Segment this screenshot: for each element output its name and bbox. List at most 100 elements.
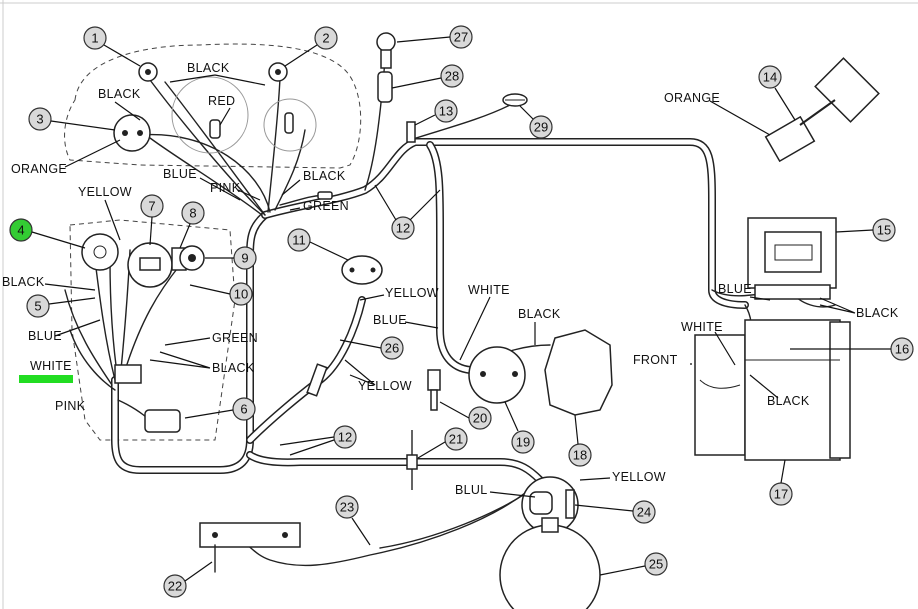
svg-text:14: 14 bbox=[763, 70, 777, 85]
label-leaders bbox=[44, 74, 856, 498]
svg-text:20: 20 bbox=[473, 411, 487, 426]
lower-harness bbox=[246, 451, 544, 484]
callout-21: 21 bbox=[444, 427, 468, 451]
callout-2: 2 bbox=[314, 26, 338, 50]
regulator-15 bbox=[747, 217, 837, 300]
svg-text:2: 2 bbox=[322, 31, 329, 46]
svg-text:29: 29 bbox=[534, 120, 548, 135]
label-blue-26: BLUE bbox=[373, 313, 407, 327]
leader-5 bbox=[48, 297, 96, 305]
label-yellow-11: YELLOW bbox=[385, 286, 439, 300]
gauge-2 bbox=[268, 62, 288, 82]
leader-28 bbox=[391, 77, 442, 89]
label-blul-24: BLUL bbox=[455, 483, 487, 497]
wire-sw8 bbox=[121, 264, 181, 381]
leader-12b bbox=[279, 436, 335, 456]
callout-28: 28 bbox=[440, 64, 464, 88]
label-yellow-24: YELLOW bbox=[612, 470, 666, 484]
label-pink-top: PINK bbox=[210, 181, 241, 195]
leader-4 bbox=[31, 231, 86, 249]
svg-text:9: 9 bbox=[241, 251, 248, 266]
svg-text:13: 13 bbox=[439, 104, 453, 119]
leader-25 bbox=[599, 565, 646, 576]
label-white-left: WHITE bbox=[30, 359, 72, 373]
side-branch-harness bbox=[246, 296, 366, 444]
callout-23: 23 bbox=[335, 495, 359, 519]
label-black-top: BLACK bbox=[187, 61, 230, 75]
svg-text:1: 1 bbox=[91, 31, 98, 46]
callout-12a: 12 bbox=[391, 216, 415, 240]
callout-26: 26 bbox=[380, 336, 404, 360]
svg-text:28: 28 bbox=[445, 69, 459, 84]
svg-text:27: 27 bbox=[454, 30, 468, 45]
center-branch-harness-inner bbox=[427, 142, 473, 373]
callout-17: 17 bbox=[769, 482, 793, 506]
wire-gauge3 bbox=[139, 133, 271, 213]
callout-6: 6 bbox=[232, 397, 256, 421]
callout-9: 9 bbox=[233, 246, 257, 270]
svg-text:17: 17 bbox=[774, 487, 788, 502]
callout-22: 22 bbox=[163, 574, 187, 598]
leader-3 bbox=[50, 120, 116, 131]
label-orange-right: ORANGE bbox=[664, 91, 720, 105]
wire-29 bbox=[409, 104, 511, 141]
leader-11 bbox=[309, 241, 349, 261]
wire-left-blue bbox=[69, 329, 116, 391]
callout-7: 7 bbox=[140, 194, 164, 218]
leader-20 bbox=[439, 401, 470, 419]
callout-4: 4 bbox=[9, 218, 33, 242]
junction-13 bbox=[406, 121, 416, 143]
switch-6 bbox=[144, 409, 181, 433]
label-white-19: WHITE bbox=[468, 283, 510, 297]
svg-text:23: 23 bbox=[340, 500, 354, 515]
callout-19: 19 bbox=[511, 430, 535, 454]
label-orange-left: ORANGE bbox=[11, 162, 67, 176]
leader-29 bbox=[519, 105, 534, 120]
callout-15: 15 bbox=[872, 218, 896, 242]
label-yellow-left: YELLOW bbox=[78, 185, 132, 199]
speedometer-outline bbox=[171, 76, 249, 154]
leader-19 bbox=[504, 401, 519, 432]
callout-24: 24 bbox=[632, 500, 656, 524]
wire-sw4a bbox=[94, 259, 116, 381]
svg-text:6: 6 bbox=[240, 402, 247, 417]
wire-red bbox=[274, 129, 306, 211]
leader-12a bbox=[374, 184, 441, 221]
leader-2 bbox=[284, 44, 318, 67]
connector-26 bbox=[306, 363, 328, 397]
wire-gauge3b bbox=[149, 137, 263, 216]
label-black-15: BLACK bbox=[856, 306, 899, 320]
main-harness-inner bbox=[112, 212, 268, 473]
terminal-block-22 bbox=[199, 522, 301, 573]
leader-1 bbox=[103, 44, 141, 67]
label-green-panel: GREEN bbox=[212, 331, 258, 345]
callout-11: 11 bbox=[287, 228, 311, 252]
inline-fuse bbox=[284, 112, 294, 134]
svg-text:22: 22 bbox=[168, 579, 182, 594]
gauge-3 bbox=[113, 114, 151, 152]
svg-text:18: 18 bbox=[573, 448, 587, 463]
connector-28 bbox=[377, 71, 393, 103]
svg-text:15: 15 bbox=[877, 223, 891, 238]
leader-24 bbox=[574, 504, 634, 512]
connector-29 bbox=[502, 93, 528, 107]
leader-21 bbox=[417, 441, 446, 459]
callout-20: 20 bbox=[468, 406, 492, 430]
label-black-17: BLACK bbox=[767, 394, 810, 408]
svg-text:21: 21 bbox=[449, 432, 463, 447]
svg-text:7: 7 bbox=[148, 199, 155, 214]
callout-1: 1 bbox=[83, 26, 107, 50]
ignition-7 bbox=[127, 242, 173, 288]
leader-26 bbox=[339, 339, 382, 349]
label-blue-top: BLUE bbox=[163, 167, 197, 181]
leader-13 bbox=[414, 114, 436, 126]
starter-25 bbox=[499, 517, 601, 609]
wire-left-black bbox=[64, 289, 113, 386]
svg-text:25: 25 bbox=[649, 557, 663, 572]
svg-text:10: 10 bbox=[234, 287, 248, 302]
fitting-21 bbox=[406, 430, 418, 490]
callout-27: 27 bbox=[449, 25, 473, 49]
label-pink-left: PINK bbox=[55, 399, 86, 413]
callout-5: 5 bbox=[26, 294, 50, 318]
label-blue-15: BLUE bbox=[718, 282, 752, 296]
